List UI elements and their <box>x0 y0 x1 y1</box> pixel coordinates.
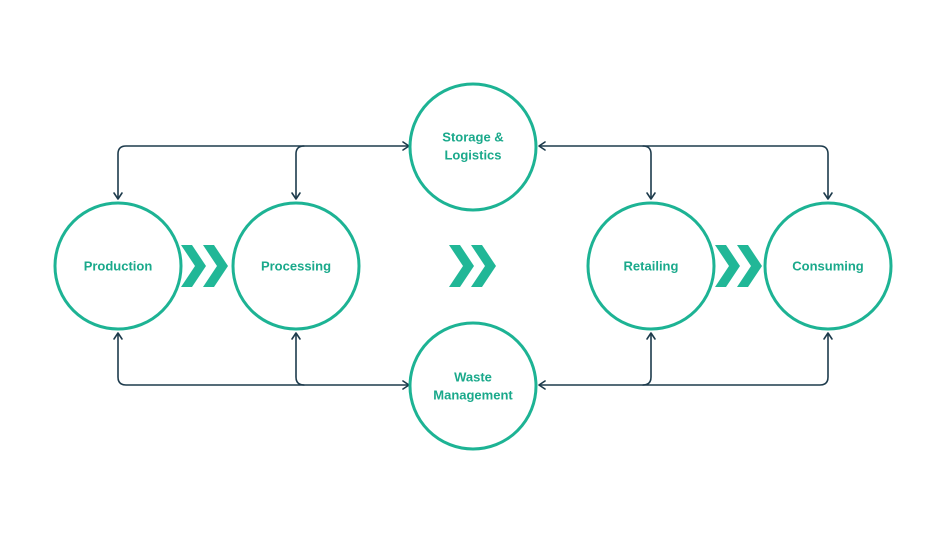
double-chevron-right-icon <box>181 245 228 287</box>
double-chevron-right-icon <box>449 245 496 287</box>
arrowhead-retailing-up <box>646 332 656 340</box>
arrowhead-processing-up <box>291 332 301 340</box>
arrowhead-waste-right-in <box>538 380 546 390</box>
double-chevron-right-icon <box>715 245 762 287</box>
connector-top-left <box>117 145 409 199</box>
arrowhead-production-down <box>113 192 123 200</box>
node-production: Production <box>53 201 183 331</box>
node-consuming: Consuming <box>763 201 893 331</box>
connector-bottom-right <box>539 333 829 386</box>
connector-processing-top <box>295 145 305 199</box>
top-connectors <box>117 145 829 199</box>
connector-bottom-left <box>117 333 409 386</box>
node-label-waste-line2: Management <box>433 387 513 402</box>
node-label-storage-line1: Storage & <box>442 129 503 144</box>
arrowhead-storage-right-in <box>538 141 546 151</box>
node-label-retailing: Retailing <box>624 258 679 273</box>
node-label-waste-line1: Waste <box>454 369 492 384</box>
node-label-production: Production <box>84 258 153 273</box>
arrowhead-consuming-up <box>823 332 833 340</box>
bottom-connectors <box>117 333 829 386</box>
node-waste-management: Waste Management <box>408 321 538 451</box>
node-label-storage-line2: Logistics <box>444 147 501 162</box>
connector-processing-bottom <box>295 333 305 386</box>
arrowhead-processing-down <box>291 192 301 200</box>
arrowhead-consuming-down <box>823 192 833 200</box>
node-retailing: Retailing <box>586 201 716 331</box>
arrowhead-retailing-down <box>646 192 656 200</box>
connector-retailing-bottom <box>642 333 652 386</box>
node-label-consuming: Consuming <box>792 258 864 273</box>
node-label-processing: Processing <box>261 258 331 273</box>
node-processing: Processing <box>231 201 361 331</box>
arrowhead-production-up <box>113 332 123 340</box>
connector-top-right <box>539 145 829 199</box>
node-storage-logistics: Storage & Logistics <box>408 82 538 212</box>
connector-retailing-top <box>642 145 652 199</box>
